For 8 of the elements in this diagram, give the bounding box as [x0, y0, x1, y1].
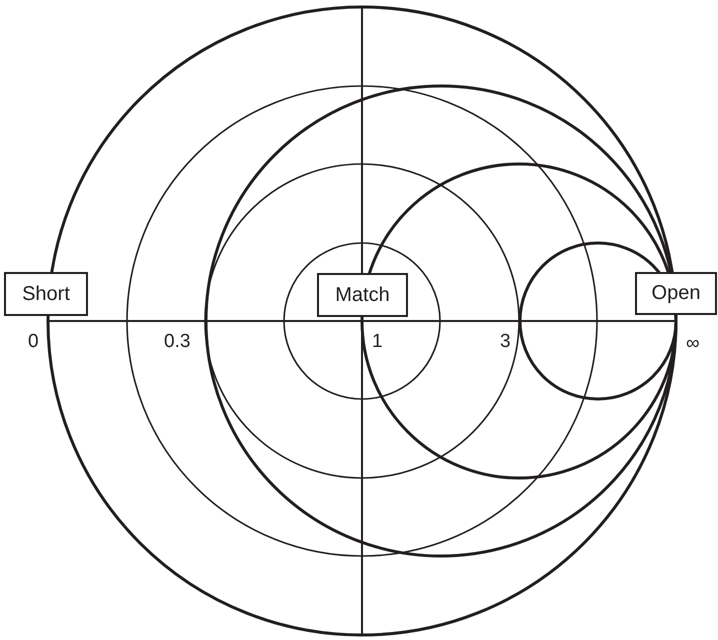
scale-value: 0.3 — [164, 332, 190, 351]
label-box: Short — [4, 272, 88, 316]
label-box: Open — [635, 272, 717, 315]
label-box: Match — [317, 273, 408, 317]
scale-value: 3 — [500, 332, 511, 351]
scale-value: 0 — [28, 332, 39, 351]
scale-value: ∞ — [686, 334, 700, 353]
scale-value: 1 — [372, 332, 383, 351]
